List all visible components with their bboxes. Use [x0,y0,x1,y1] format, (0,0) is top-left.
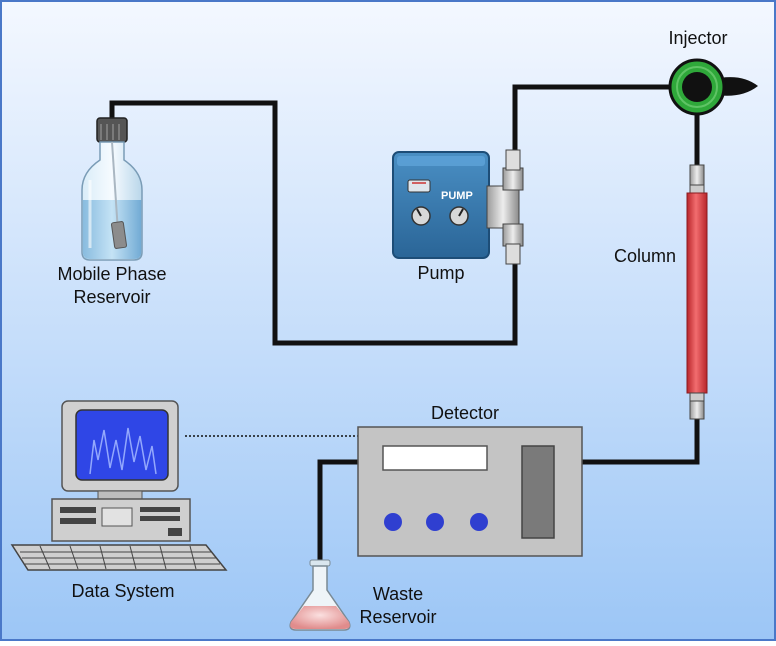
tubing-reservoir-to-pump [109,100,518,346]
reservoir-label-line1: Mobile Phase [57,264,167,284]
tubing [109,84,700,572]
tubing-pump-to-injector [512,84,672,150]
waste-label-line2: Reservoir [359,607,437,627]
column-label: Column [613,246,677,266]
detector-icon [357,426,583,557]
column-icon [686,164,708,420]
injector-label: Injector [668,28,728,48]
reservoir-label: Mobile Phase Reservoir [48,263,176,309]
pump-label: Pump [417,263,465,283]
pump-icon: PUMP [392,149,524,265]
pump-panel-label: PUMP [441,190,473,202]
data-system-label: Data System [71,581,175,601]
injector-valve-icon [668,58,758,116]
computer-icon [10,400,228,571]
reservoir-label-line2: Reservoir [73,287,151,307]
tubing-column-to-detector [582,418,700,465]
tubing-detector-to-waste [317,459,360,572]
flask-icon [289,559,351,631]
waste-label-line1: Waste [372,584,424,604]
waste-label: Waste Reservoir [346,583,450,629]
bottle-icon [81,117,143,261]
detector-label: Detector [430,403,500,423]
